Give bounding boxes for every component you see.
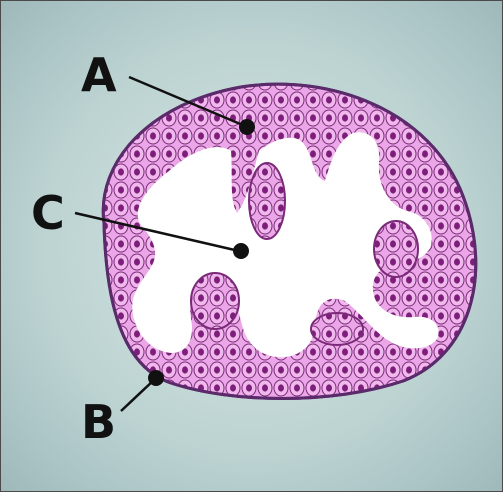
label-a: A [81, 48, 117, 102]
label-b: B [81, 395, 116, 449]
label-c: C [31, 186, 65, 240]
